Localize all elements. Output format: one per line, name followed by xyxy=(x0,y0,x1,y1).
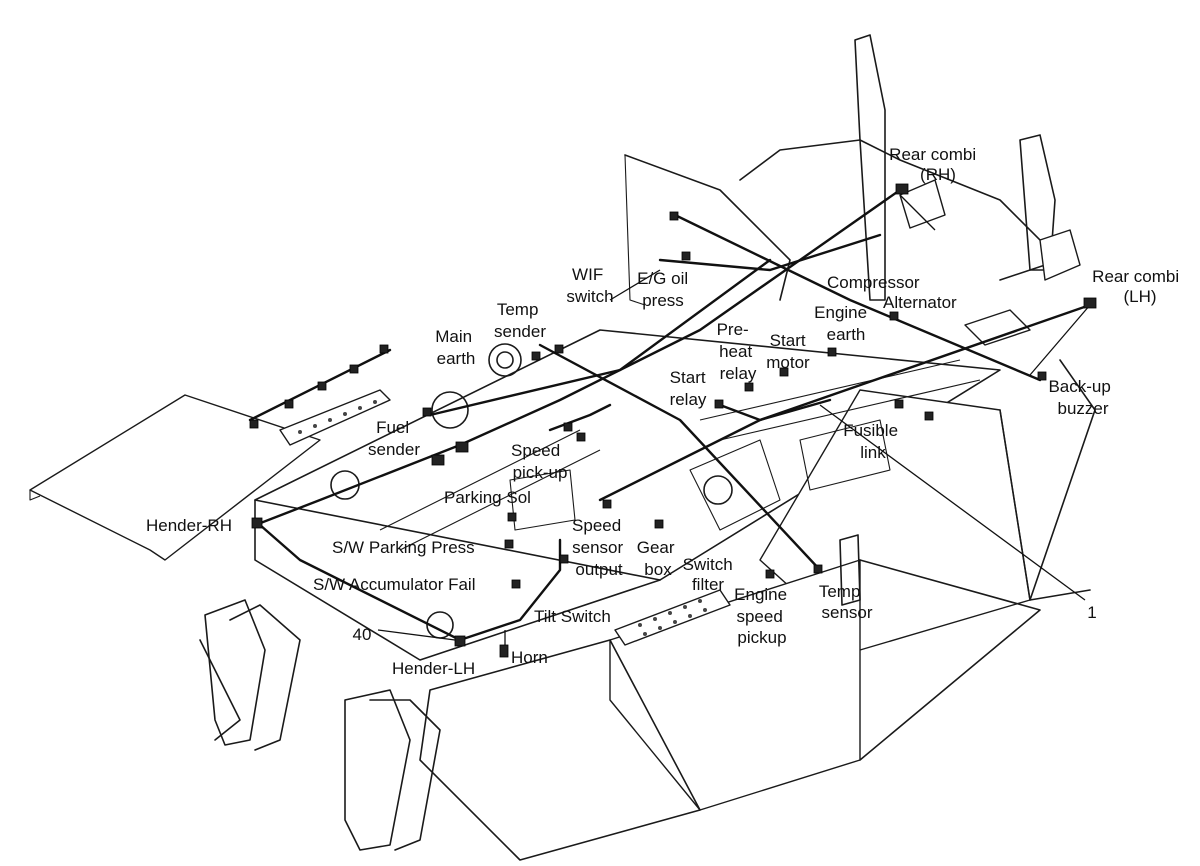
label-back-up-buzzer: Back-up buzzer xyxy=(1048,377,1115,418)
label-speed-sensor-output: Speed sensor output xyxy=(572,516,628,579)
floor-plate-left xyxy=(29,394,321,561)
rear-mast xyxy=(854,34,886,301)
label-engine-speed-pickup: Engine speed pickup xyxy=(734,585,792,647)
label-start-motor: Start motor xyxy=(766,331,810,372)
label-eg-oil-press: E/G oil press xyxy=(637,269,693,310)
label-start-relay: Start relay xyxy=(670,368,711,409)
label-horn: Horn xyxy=(511,648,548,667)
side-rail-left xyxy=(254,329,1001,581)
front-leg-right xyxy=(344,689,411,851)
label-gear-box: Gear box xyxy=(637,538,680,579)
label-alternator: Alternator xyxy=(883,293,957,312)
front-leg-left xyxy=(204,599,266,746)
label-main-earth: Main earth xyxy=(435,327,477,368)
label-ref-1: 1 xyxy=(1087,603,1096,622)
label-hender-lh: Hender-LH xyxy=(392,659,475,678)
label-temp-sensor: Temp sensor xyxy=(819,582,873,622)
chassis-frame xyxy=(29,34,1096,861)
harness-trunk xyxy=(256,188,902,526)
label-fuel-sender: Fuel sender xyxy=(368,418,420,459)
label-sw-parking-press: S/W Parking Press xyxy=(332,538,475,557)
label-rear-combi-lh: Rear combi (LH) xyxy=(1092,267,1184,306)
label-parking-sol: Parking Sol xyxy=(444,488,531,507)
callout-labels: Rear combi (RH) Rear combi (LH) WIF swit… xyxy=(146,145,1184,678)
wiring-harness xyxy=(248,183,1097,658)
connectors xyxy=(249,183,1097,658)
label-tilt-switch: Tilt Switch xyxy=(534,607,611,626)
label-wif-switch: WIF switch xyxy=(566,265,613,306)
label-temp-sender: Temp sender xyxy=(494,300,546,341)
label-hender-rh: Hender-RH xyxy=(146,516,232,535)
label-switch-filter: Switch filter xyxy=(683,555,738,594)
label-engine-earth: Engine earth xyxy=(814,303,872,344)
label-pre-heat-relay: Pre- heat relay xyxy=(717,320,757,383)
label-rear-combi-rh: Rear combi (RH) xyxy=(889,145,981,184)
label-sw-accumulator-fail: S/W Accumulator Fail xyxy=(313,575,476,594)
label-ref-40: 40 xyxy=(353,625,372,644)
label-speed-pick-up: Speed pick-up xyxy=(511,441,567,482)
label-compressor: Compressor xyxy=(827,273,920,292)
label-fusible-link: Fusible link xyxy=(843,421,903,462)
